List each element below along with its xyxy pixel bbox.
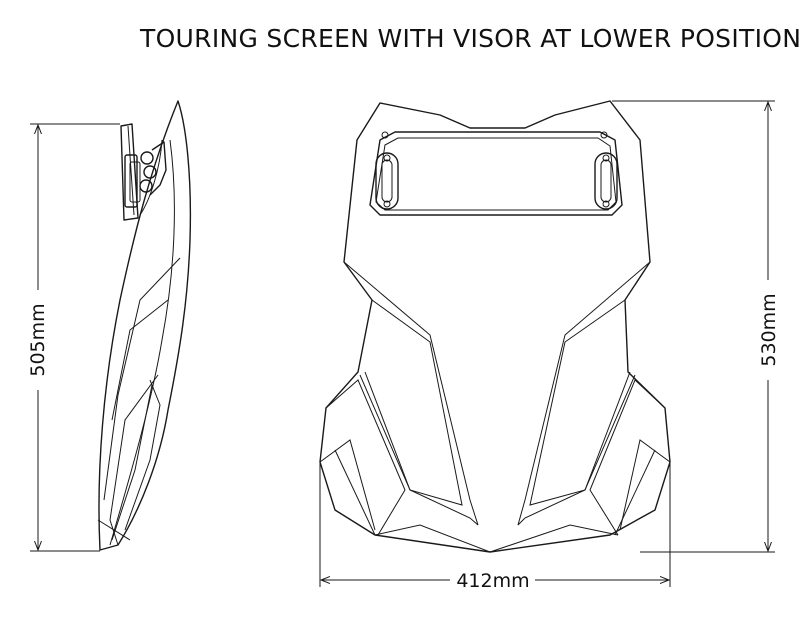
side-view — [97, 100, 192, 551]
front-view — [319, 100, 671, 553]
front-height-label: 530mm — [758, 293, 780, 366]
front-width-dimension: 412mm — [319, 462, 671, 592]
front-width-label: 412mm — [456, 570, 529, 592]
diagram-title: TOURING SCREEN WITH VISOR AT LOWER POSIT… — [140, 24, 800, 53]
visor-slot-left — [375, 152, 399, 210]
visor-slot-right — [594, 152, 618, 210]
side-height-label: 505mm — [27, 303, 49, 376]
visor-mount-bracket — [120, 123, 167, 221]
front-height-dimension: 530mm — [612, 100, 780, 553]
side-height-dimension: 505mm — [27, 123, 120, 552]
